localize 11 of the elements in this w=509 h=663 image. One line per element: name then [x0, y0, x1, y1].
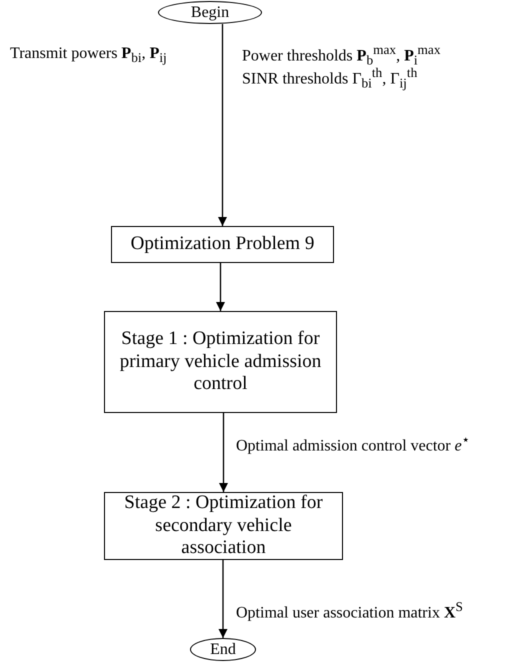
process-box: Stage 1 : Optimization for primary vehicle admission control: [104, 311, 337, 413]
arrow: [218, 560, 228, 638]
arrow: [219, 413, 228, 492]
terminal-ellipse: Begin: [158, 1, 262, 24]
process-box: Stage 2 : Optimization for secondary vehicle association: [104, 492, 343, 560]
process-box: Optimization Problem 9: [111, 226, 334, 263]
terminal-ellipse: End: [190, 638, 256, 661]
arrow: [216, 263, 225, 311]
edge-label: Optimal user association matrix X$^{S}$: [236, 600, 463, 622]
input-label: Transmit powers P$_{bi}$, P$_{ij}$: [10, 45, 167, 66]
arrow: [218, 24, 227, 226]
